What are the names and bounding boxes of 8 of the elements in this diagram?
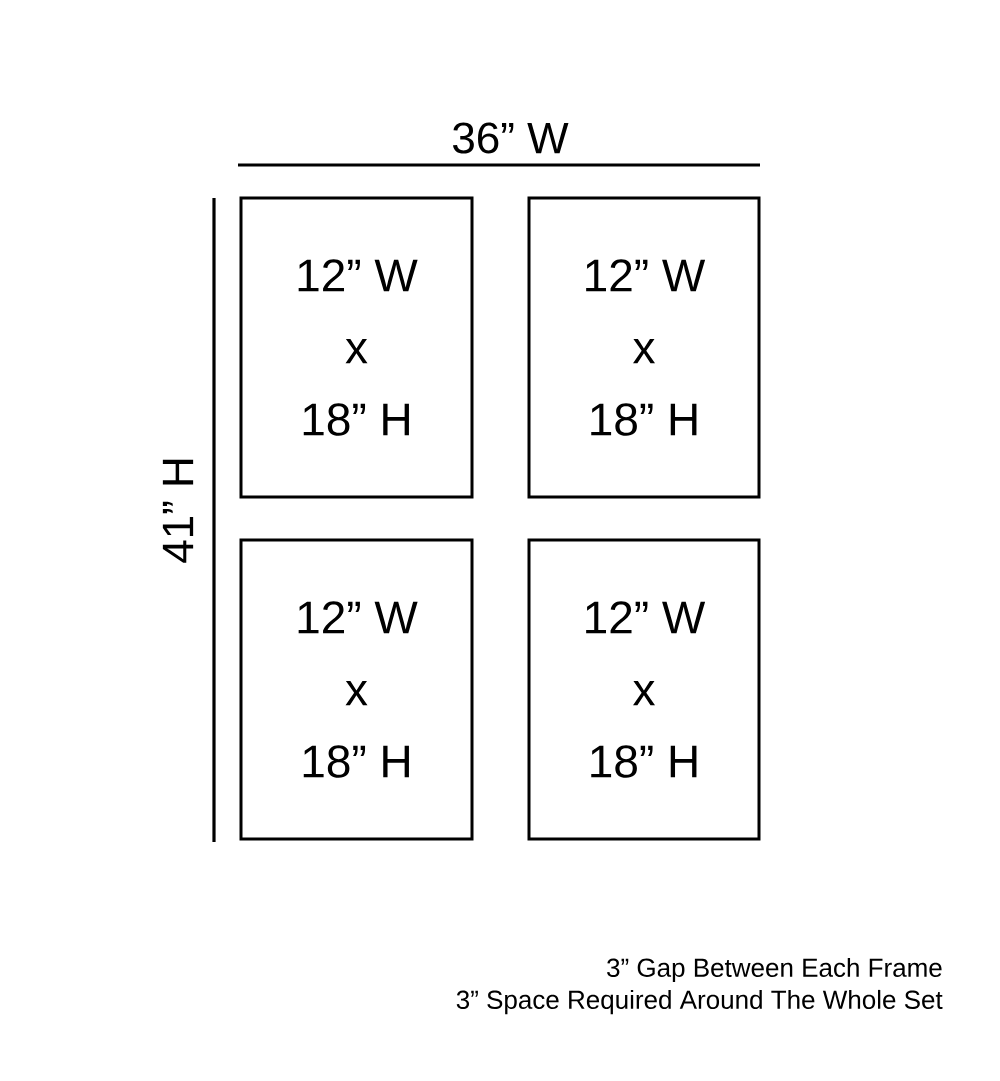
frame-box: 12” W x 18” H	[239, 538, 474, 841]
note-text: 3” Gap Between Each Frame	[607, 957, 942, 983]
frame-box: 12” W x 18” H	[527, 196, 761, 499]
dimension-label: 41” H	[162, 459, 194, 563]
frame-box: 12” W x 18” H	[527, 538, 761, 841]
dimension-label: 36” W	[453, 122, 569, 154]
frame-box: 12” W x 18” H	[239, 196, 474, 499]
note-text: 3” Space Required Around The Whole Set	[456, 989, 943, 1015]
